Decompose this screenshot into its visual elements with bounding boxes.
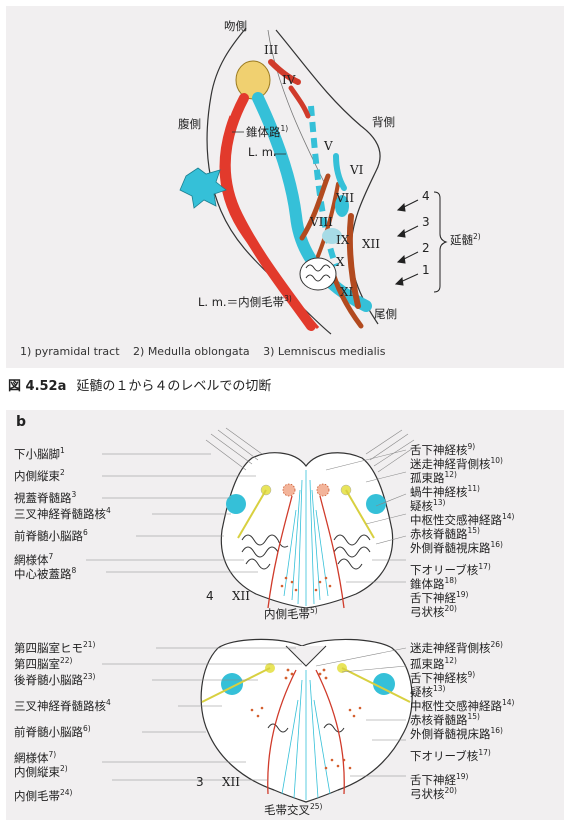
label-spinal-trigeminal-nucleus-lower: 三叉神経脊髄路核4 xyxy=(14,698,111,713)
label-anterior-spinocerebellar-lower: 前脊髄小脳路6) xyxy=(14,724,91,739)
label-dorsal-vagal-nucleus: 迷走神経背側核10) xyxy=(410,456,503,471)
label-inferior-olive-lower: 下オリーブ核17) xyxy=(410,748,491,763)
label-rubrospinal: 赤核脊髄路15) xyxy=(410,526,480,541)
label-spinal-trigeminal-nucleus: 三叉神経脊髄路核4 xyxy=(14,506,111,521)
label-lateral-spinothalamic: 外側脊髄視床路16) xyxy=(410,540,503,555)
olive-oval xyxy=(235,60,271,100)
olive-convolution xyxy=(299,257,337,291)
label-rubrospinal-lower: 赤核脊髄路15) xyxy=(410,712,480,727)
level-3: 3 xyxy=(422,215,430,229)
nerve-label-5: V xyxy=(324,139,333,153)
label-hypoglossal-nerve-lower: 舌下神経19) xyxy=(410,772,469,787)
label-taenia: 第四脳室ヒモ21) xyxy=(14,640,96,655)
level-4: 4 xyxy=(422,189,430,203)
label-dorsal-vagal-nucleus-lower: 迷走神経背側核26) xyxy=(410,640,503,655)
lemniscus-band xyxy=(252,92,372,312)
medulla-brace xyxy=(433,191,448,293)
level-arrows xyxy=(394,199,419,286)
label-reticular-formation-lower: 網様体7) xyxy=(14,750,57,765)
label-fourth-ventricle: 第四脳室22) xyxy=(14,656,73,671)
label-arcuate-nucleus-lower: 弓状核20) xyxy=(410,786,457,801)
label-lm-definition: L. m.＝内側毛帯3) xyxy=(198,294,292,309)
nerve-label-6: VI xyxy=(350,163,364,177)
label-pyramidal-tract: 錐体路1) xyxy=(246,124,289,139)
label-dorsal: 背側 xyxy=(372,115,395,129)
label-rostral: 吻側 xyxy=(224,19,247,33)
label-cochlear-nucleus: 蝸牛神経核11) xyxy=(410,484,480,499)
level-2: 2 xyxy=(422,241,430,255)
nerve-label-3: III xyxy=(264,43,279,57)
nerve-label-12: XII xyxy=(362,237,381,251)
label-reticular-formation: 網様体7 xyxy=(14,552,54,567)
nerve-label-7: VII xyxy=(336,191,355,205)
level-1: 1 xyxy=(422,263,430,277)
label-mlf-lower: 内側縦束2) xyxy=(14,764,68,779)
level-4-marker: 4 xyxy=(206,589,214,603)
label-medial-lemniscus-lower: 内側毛帯24) xyxy=(14,788,73,803)
cross-section-diagrams xyxy=(86,427,417,803)
figure-b-panel: b 下小脳脚1 内側縦束2 視蓋脊髄路3 三叉神経脊髄路核4 前脊髄小脳路6 網… xyxy=(6,410,564,820)
label-pyramidal: 錐体路18) xyxy=(410,576,457,591)
label-hypoglossal-nerve: 舌下神経19) xyxy=(410,590,469,605)
nerve-label-11: XI xyxy=(340,285,354,299)
footnote-1: 1) pyramidal tract xyxy=(20,345,120,358)
nerve-label-8: VIII xyxy=(310,215,333,229)
section-level-4 xyxy=(205,427,417,609)
label-nucleus-ambiguus: 疑核13) xyxy=(410,498,446,513)
label-arcuate-nucleus: 弓状核20) xyxy=(410,604,457,619)
footnote-2: 2) Medulla oblongata xyxy=(133,345,250,358)
label-hypoglossal-nucleus: 舌下神経核9) xyxy=(410,442,476,457)
label-caudal: 尾側 xyxy=(374,307,397,321)
label-tectospinal: 視蓋脊髄路3 xyxy=(14,490,77,505)
label-ventral: 腹側 xyxy=(178,117,201,131)
label-medulla: 延髄2) xyxy=(450,232,481,247)
figure-caption: 図 4.52a 延髄の１から４のレベルでの切断 xyxy=(8,375,271,394)
label-central-tegmental: 中心被蓋路8 xyxy=(14,566,77,581)
label-hypoglossal-nucleus-lower: 舌下神経核9) xyxy=(410,670,476,685)
label-lm: L. m. xyxy=(248,145,277,159)
sagittal-brainstem-diagram xyxy=(179,27,448,335)
cyan-nerve-root xyxy=(179,167,227,209)
label-lateral-spinothalamic-lower: 外側脊髄視床路16) xyxy=(410,726,503,741)
label-solitary-tract-lower: 孤束路12) xyxy=(410,656,457,671)
nerve-label-4: IV xyxy=(282,73,296,87)
label-inferior-cerebellar-peduncle: 下小脳脚1 xyxy=(14,446,65,461)
nerve-label-9: IX xyxy=(336,233,350,247)
level-3-marker: 3 xyxy=(196,775,204,789)
figure-a-panel: 吻側 腹側 背側 尾側 錐体路1) L. m. 延髄2) L. m.＝内側毛帯3… xyxy=(6,6,564,368)
label-lemniscal-decussation: 毛帯交叉25) xyxy=(264,802,323,817)
nerve-label-10: X xyxy=(336,255,345,269)
panel-letter-b: b xyxy=(16,414,27,430)
label-solitary-tract: 孤束路12) xyxy=(410,470,457,485)
label-medial-lemniscus-upper: 内側毛帯5) xyxy=(264,606,318,621)
label-inferior-olive: 下オリーブ核17) xyxy=(410,562,491,577)
nerve-12-marker-lower: XII xyxy=(222,775,241,789)
figure-caption-text: 延髄の１から４のレベルでの切断 xyxy=(76,379,272,394)
label-anterior-spinocerebellar: 前脊髄小脳路6 xyxy=(14,528,88,543)
footnotes: 1) pyramidal tract 2) Medulla oblongata … xyxy=(20,345,395,358)
label-nucleus-ambiguus-lower: 疑核13) xyxy=(410,684,446,699)
leader-lines xyxy=(86,449,407,781)
label-central-sympathetic-lower: 中枢性交感神経路14) xyxy=(410,698,515,713)
footnote-3: 3) Lemniscus medialis xyxy=(263,345,386,358)
figure-number: 図 4.52a xyxy=(8,379,67,394)
nerve-12-marker-upper: XII xyxy=(232,589,251,603)
label-central-sympathetic: 中枢性交感神経路14) xyxy=(410,512,515,527)
label-mlf: 内側縦束2 xyxy=(14,468,65,483)
label-posterior-spinocerebellar: 後脊髄小脳路23) xyxy=(14,672,96,687)
